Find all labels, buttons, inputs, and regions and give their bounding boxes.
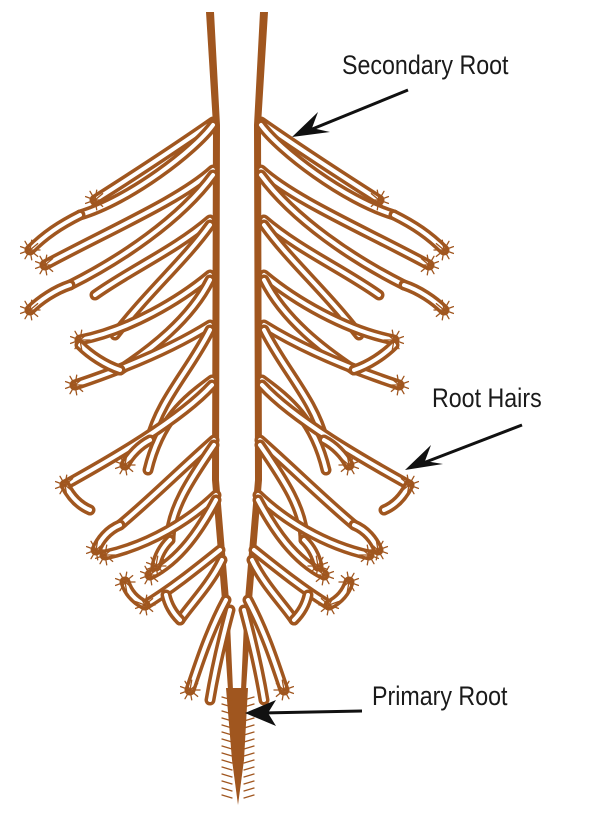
tertiary-root-left <box>80 345 120 370</box>
tertiary-root-left <box>166 595 180 620</box>
tertiary-root-right <box>354 345 394 370</box>
primary-root-trunk <box>206 12 268 690</box>
tertiary-root-right <box>294 595 308 620</box>
arrow-root-hairs <box>405 425 522 470</box>
label-primary-root: Primary Root <box>372 681 507 712</box>
secondary-root-left <box>65 385 212 485</box>
tertiary-root-left <box>30 285 70 310</box>
label-secondary-root: Secondary Root <box>342 50 509 81</box>
label-root-hairs: Root Hairs <box>432 383 542 414</box>
secondary-root-right <box>262 385 409 485</box>
arrow-secondary-root <box>292 90 408 137</box>
tertiary-root-right <box>404 285 444 310</box>
